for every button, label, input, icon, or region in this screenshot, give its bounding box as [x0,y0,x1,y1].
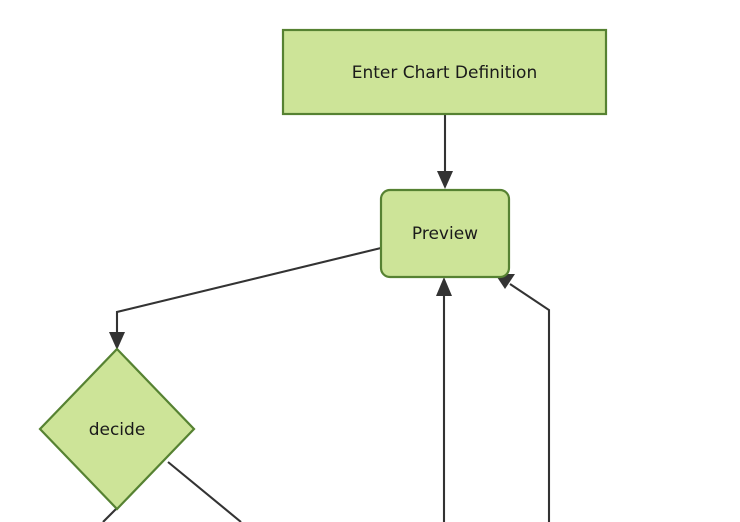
edge-bottom-center-to-preview [436,277,452,522]
edge-line [115,246,382,333]
node-shape-rounded-rectangle[interactable] [379,188,511,279]
arrow-head-icon [437,171,453,189]
arrow-head-icon [109,332,125,350]
edge-line [102,507,118,522]
node-shape-rectangle[interactable] [281,28,608,116]
edge-preview-to-decide [109,246,382,350]
edge-line [167,461,242,522]
edge-decide-down-left [102,507,118,522]
arrow-head-icon [436,277,452,296]
node-enter-chart-definition[interactable]: Enter Chart Definition [281,28,608,116]
edge-enter-to-preview [437,114,453,189]
edge-line [509,283,551,522]
edge-decide-down-right [167,461,242,522]
node-preview[interactable]: Preview [379,188,511,279]
node-shape-diamond[interactable] [38,347,196,511]
edge-bottom-right-to-preview [495,274,551,522]
node-decide[interactable]: decide [38,347,196,511]
